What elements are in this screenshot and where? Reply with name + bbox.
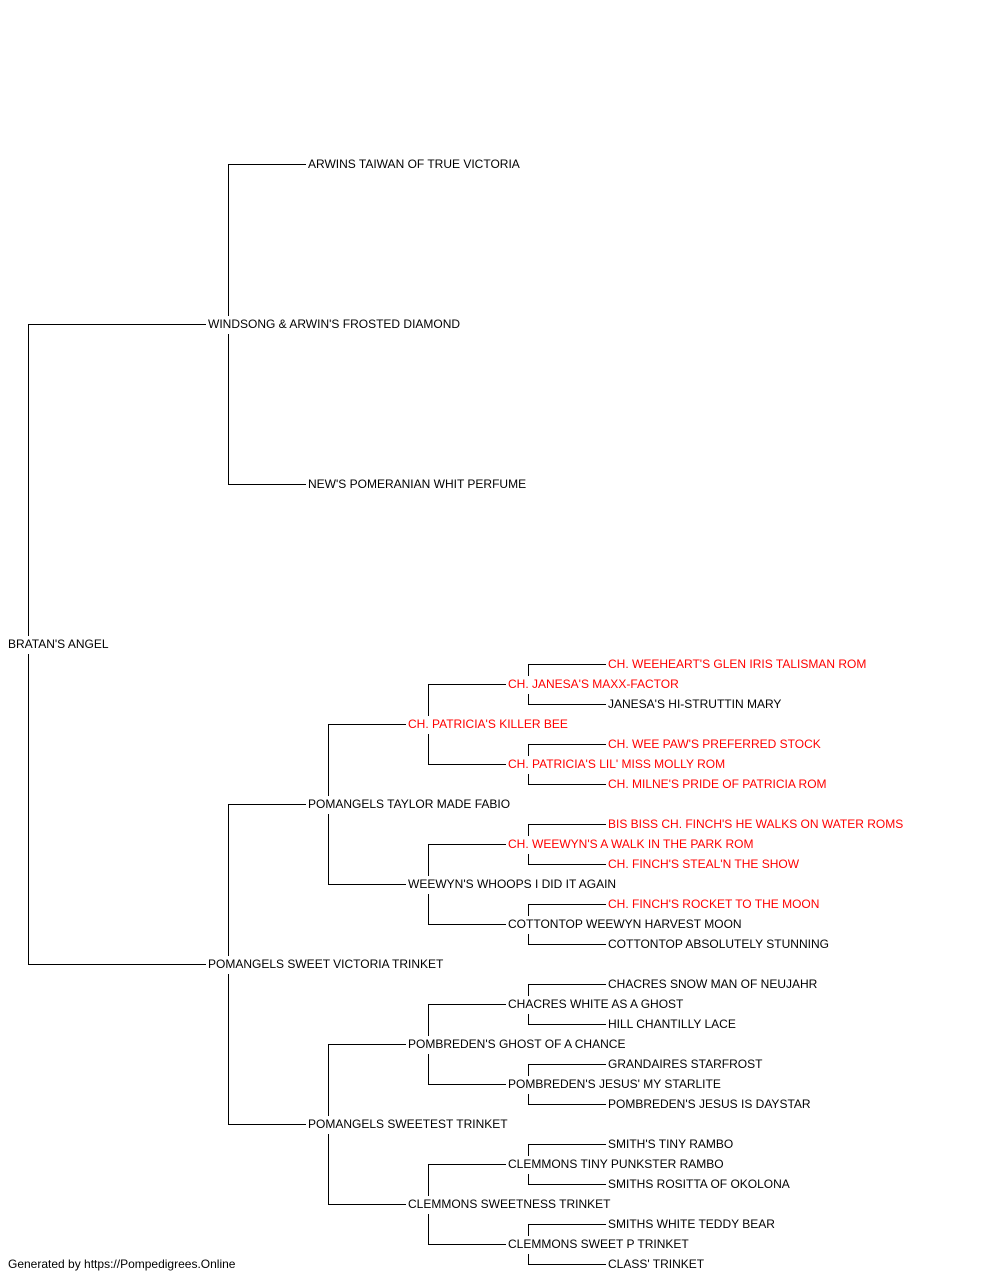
connector-sire_dam [228,334,306,485]
dog-name-dam-sire: POMANGELS TAYLOR MADE FABIO [308,797,511,811]
dog-name-g5-13: SMITH'S TINY RAMBO [608,1137,734,1151]
connector-g5_7 [528,904,606,916]
dog-name-g5-8: COTTONTOP ABSOLUTELY STUNNING [608,937,829,951]
dog-name-g5-11: GRANDAIRES STARFROST [608,1057,763,1071]
dog-name-g5-12: POMBREDEN'S JESUS IS DAYSTAR [608,1097,811,1111]
connector-dam_dam [228,974,306,1125]
connector-g4_4 [428,894,506,925]
dog-name-ds-dam: WEEWYN'S WHOOPS I DID IT AGAIN [408,877,617,891]
connector-g4_1 [428,684,506,716]
dog-name-g4-7: CLEMMONS TINY PUNKSTER RAMBO [508,1157,724,1171]
connector-g4_5 [428,1004,506,1036]
dog-name-g5-9: CHACRES SNOW MAN OF NEUJAHR [608,977,818,991]
dog-name-dam-dam: POMANGELS SWEETEST TRINKET [308,1117,508,1131]
dog-name-subject: BRATAN'S ANGEL [8,637,109,651]
connector-g5_14 [528,1174,606,1185]
connector-g5_6 [528,854,606,865]
connector-g5_15 [528,1224,606,1236]
dog-name-g4-8: CLEMMONS SWEET P TRINKET [508,1237,689,1251]
connector-g5_9 [528,984,606,996]
dog-name-g4-3: CH. WEEWYN'S A WALK IN THE PARK ROM [508,837,754,851]
connector-g5_10 [528,1014,606,1025]
connector-g5_13 [528,1144,606,1156]
dog-name-g4-2: CH. PATRICIA'S LIL' MISS MOLLY ROM [508,757,726,771]
connector-g5_16 [528,1254,606,1265]
dog-name-g5-5: BIS BISS CH. FINCH'S HE WALKS ON WATER R… [608,817,904,831]
connector-g4_7 [428,1164,506,1196]
dog-name-sire: WINDSONG & ARWIN'S FROSTED DIAMOND [208,317,461,331]
connector-g5_1 [528,664,606,676]
connector-dam [28,654,206,965]
dog-name-g5-6: CH. FINCH'S STEAL'N THE SHOW [608,857,800,871]
connector-ds_sire [328,724,406,796]
dog-name-sire-dam: NEW'S POMERANIAN WHIT PERFUME [308,477,527,491]
dog-name-g4-5: CHACRES WHITE AS A GHOST [508,997,684,1011]
connector-g5_3 [528,744,606,756]
dog-name-ds-sire: CH. PATRICIA'S KILLER BEE [408,717,568,731]
dog-name-sire-sire: ARWINS TAIWAN OF TRUE VICTORIA [308,157,520,171]
connector-g5_2 [528,694,606,705]
dog-name-dd-sire: POMBREDEN'S GHOST OF A CHANCE [408,1037,626,1051]
connector-g4_2 [428,734,506,765]
dog-name-g5-4: CH. MILNE'S PRIDE OF PATRICIA ROM [608,777,827,791]
connector-sire_sire [228,164,306,316]
connector-dd_sire [328,1044,406,1116]
dog-name-g4-6: POMBREDEN'S JESUS' MY STARLITE [508,1077,721,1091]
connector-g5_12 [528,1094,606,1105]
connector-g5_4 [528,774,606,785]
connector-g5_5 [528,824,606,836]
dog-name-g4-4: COTTONTOP WEEWYN HARVEST MOON [508,917,742,931]
connector-dam_sire [228,804,306,956]
dog-name-g4-1: CH. JANESA'S MAXX-FACTOR [508,677,679,691]
dog-name-g5-15: SMITHS WHITE TEDDY BEAR [608,1217,775,1231]
dog-name-g5-3: CH. WEE PAW'S PREFERRED STOCK [608,737,821,751]
dog-name-g5-7: CH. FINCH'S ROCKET TO THE MOON [608,897,820,911]
connector-g5_8 [528,934,606,945]
dog-name-dam: POMANGELS SWEET VICTORIA TRINKET [208,957,444,971]
dog-name-g5-16: CLASS' TRINKET [608,1257,705,1271]
connector-g5_11 [528,1064,606,1076]
dog-name-g5-1: CH. WEEHEART'S GLEN IRIS TALISMAN ROM [608,657,867,671]
connector-g4_3 [428,844,506,876]
connector-sire [28,324,206,636]
connector-g4_6 [428,1054,506,1085]
connector-ds_dam [328,814,406,885]
dog-name-g5-10: HILL CHANTILLY LACE [608,1017,736,1031]
generated-by-footer: Generated by https://Pompedigrees.Online [8,1257,236,1271]
dog-name-dd-dam: CLEMMONS SWEETNESS TRINKET [408,1197,611,1211]
connector-dd_dam [328,1134,406,1205]
connector-g4_8 [428,1214,506,1245]
dog-name-g5-2: JANESA'S HI-STRUTTIN MARY [608,697,782,711]
dog-name-g5-14: SMITHS ROSITTA OF OKOLONA [608,1177,790,1191]
